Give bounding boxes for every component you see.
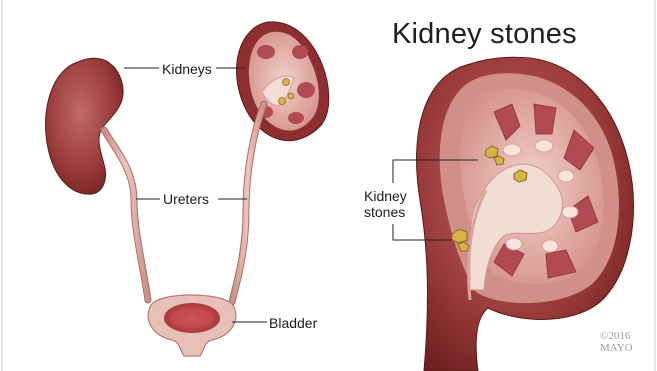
left-kidney [46,58,123,194]
kidney-stones-label-line2: stones [364,204,428,220]
bladder-label: Bladder [269,315,317,331]
kidney-stones-label-line1: Kidney [364,188,428,204]
large-kidney-section [417,57,634,371]
kidneys-label: Kidneys [160,61,214,77]
kidney-stones-label: Kidney stones [364,188,428,220]
page-title: Kidney stones [392,18,577,51]
copyright-org: MAYO [600,342,633,354]
copyright-year: ©2016 [600,330,633,342]
right-kidney-section [236,22,328,141]
copyright-notice: ©2016 MAYO [600,330,633,354]
bladder [148,295,236,356]
ureters-label: Ureters [161,191,211,207]
